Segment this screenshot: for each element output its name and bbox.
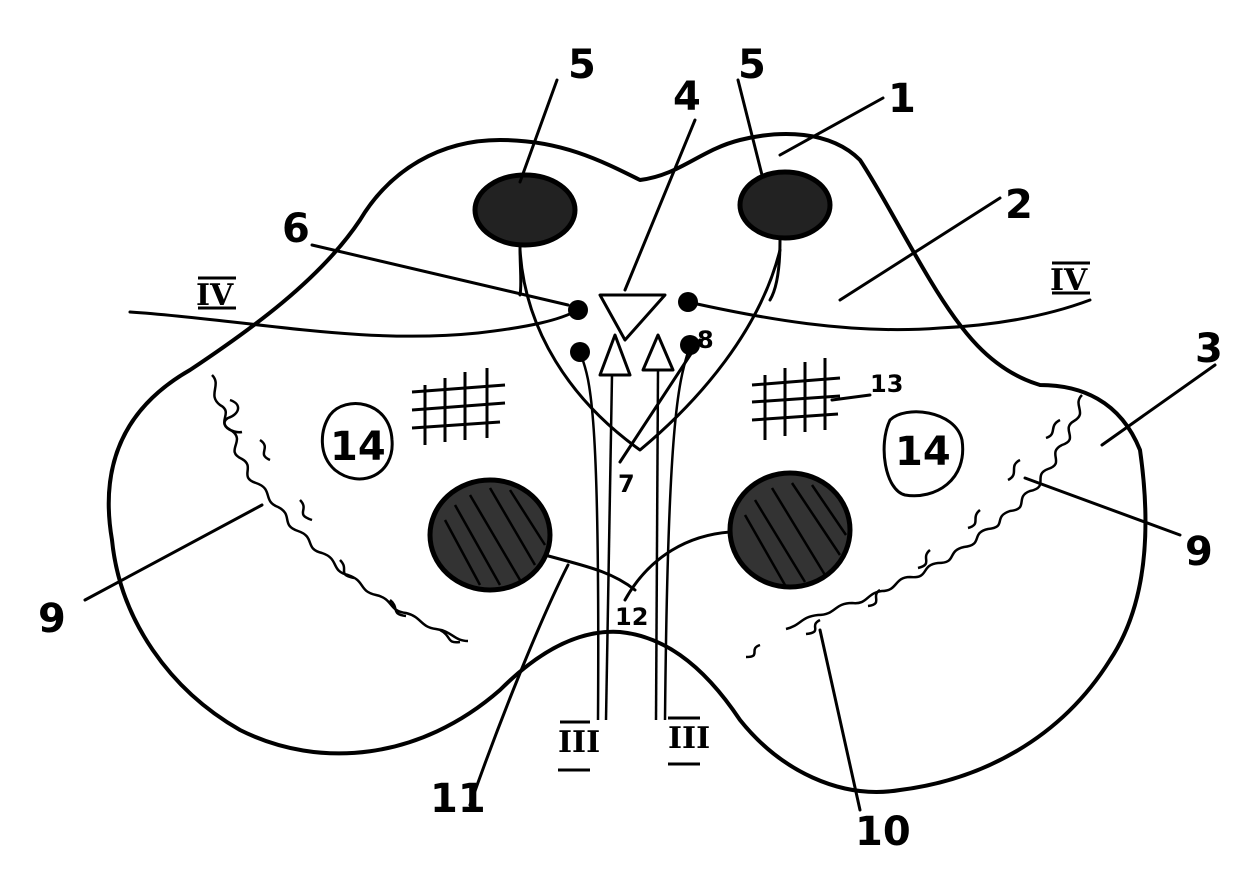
nucleus-left-5 [475,175,575,245]
large-nucleus-right [730,473,850,587]
grid-right [752,358,840,440]
scribble-band-left [212,375,468,642]
section-outline [109,134,1146,792]
roman-iii-right: III [668,721,710,756]
label-5-left: 5 [568,42,596,88]
aqueduct-triangle [600,295,665,340]
label-1: 1 [888,76,916,122]
label-2: 2 [1005,182,1033,228]
label-14-left: 14 [330,424,386,470]
label-9-right: 9 [1185,529,1213,575]
large-nucleus-left [430,480,550,590]
label-13: 13 [870,370,903,398]
descending-tracts [580,345,690,720]
label-14-right: 14 [895,429,951,475]
label-6: 6 [282,206,310,252]
roman-iii-left: III [558,725,600,760]
label-9-left: 9 [38,596,66,642]
label-12: 12 [615,603,648,631]
label-7: 7 [618,470,635,498]
plane-line-iv-left [130,310,578,336]
grid-left [412,368,505,445]
leader-lines [85,80,1215,810]
label-8: 8 [697,326,714,354]
label-4: 4 [673,74,701,120]
label-3: 3 [1195,326,1223,372]
triangle-cell-right [643,335,673,370]
nucleus-right-5 [740,172,830,238]
label-10: 10 [855,809,911,855]
label-5-right: 5 [738,42,766,88]
label-11: 11 [430,776,486,822]
